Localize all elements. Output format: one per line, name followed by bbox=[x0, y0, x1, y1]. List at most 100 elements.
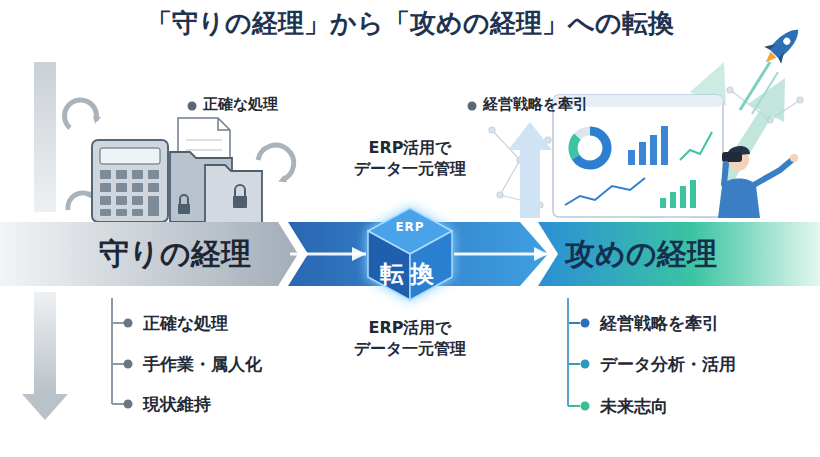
list-bracket bbox=[581, 360, 590, 369]
document-folders bbox=[233, 196, 247, 208]
network-lines bbox=[545, 137, 551, 143]
calculator-icon bbox=[100, 170, 111, 179]
dashboard-screen bbox=[628, 150, 635, 165]
list-bracket bbox=[112, 298, 124, 404]
calculator-icon bbox=[100, 183, 111, 192]
dashboard-screen bbox=[660, 198, 666, 208]
stage-band: 攻めの経理 bbox=[548, 222, 733, 286]
down-arrow bbox=[34, 62, 56, 212]
cube-label: 転換 bbox=[366, 258, 454, 290]
callout-label: 正確な処理 bbox=[203, 95, 323, 115]
cycle-arrow bbox=[258, 145, 294, 180]
rocket-icon bbox=[769, 24, 804, 59]
dashboard-screen bbox=[660, 180, 696, 208]
dashboard-screen bbox=[573, 131, 607, 165]
dashboard-screen bbox=[680, 132, 712, 160]
cube-label: ERP bbox=[366, 220, 454, 234]
document-folders bbox=[186, 150, 222, 151]
process-note: ERP活用で データ一元管理 bbox=[335, 138, 485, 180]
cycle-arrow bbox=[68, 193, 92, 210]
calculator-icon bbox=[148, 170, 159, 179]
flow-band bbox=[538, 222, 820, 286]
list-item: データ分析・活用 bbox=[600, 353, 780, 375]
dashboard-screen bbox=[573, 131, 607, 165]
cycle-arrow bbox=[65, 100, 97, 128]
dashboard-screen bbox=[639, 142, 646, 165]
process-note: ERP活用で データ一元管理 bbox=[335, 318, 485, 360]
person-binoculars bbox=[790, 154, 798, 162]
flow-connector bbox=[454, 253, 548, 256]
calculator-icon bbox=[116, 209, 127, 216]
document-folders bbox=[205, 165, 262, 224]
document-folders bbox=[180, 195, 188, 204]
document-folders bbox=[235, 185, 245, 196]
list-bracket bbox=[567, 298, 569, 406]
down-arrow bbox=[22, 394, 68, 420]
list-item: 正確な処理 bbox=[143, 312, 313, 334]
dashboard-screen bbox=[553, 95, 723, 217]
dashboard-screen bbox=[628, 126, 668, 165]
calculator-icon bbox=[116, 170, 127, 179]
list-bracket bbox=[568, 298, 580, 406]
list-bracket bbox=[581, 402, 590, 411]
rocket-icon bbox=[777, 52, 788, 63]
stage-band: 守りの経理 bbox=[60, 222, 290, 286]
list-item: 手作業・属人化 bbox=[143, 353, 313, 375]
calculator-icon bbox=[132, 196, 143, 205]
growth-arrows bbox=[740, 62, 770, 110]
calculator-icon bbox=[100, 196, 111, 205]
dashboard-screen bbox=[565, 178, 645, 205]
callout-bullet bbox=[468, 102, 477, 111]
dashboard-screen bbox=[690, 180, 696, 208]
dashboard-screen bbox=[680, 186, 686, 208]
person-binoculars bbox=[724, 164, 726, 184]
document-folders bbox=[170, 118, 262, 224]
calculator-icon bbox=[100, 148, 160, 164]
calculator-icon bbox=[148, 183, 159, 192]
list-item: 現状維持 bbox=[143, 393, 313, 415]
network-lines bbox=[497, 192, 503, 198]
network-lines bbox=[727, 87, 733, 93]
callout-bullet bbox=[188, 102, 197, 111]
flow-band bbox=[0, 222, 298, 286]
diagram-title: 「守りの経理」から「攻めの経理」への転換 bbox=[0, 6, 820, 41]
list-item: 経営戦略を牽引 bbox=[600, 312, 780, 334]
calculator-icon bbox=[100, 170, 159, 216]
person-binoculars bbox=[722, 152, 742, 162]
calculator-icon bbox=[132, 170, 143, 179]
document-folders bbox=[178, 204, 190, 214]
network-lines bbox=[797, 97, 803, 103]
list-item: 未来志向 bbox=[600, 395, 780, 417]
calculator-icon bbox=[116, 183, 127, 192]
list-bracket bbox=[112, 298, 590, 411]
calculator-icon bbox=[92, 140, 168, 222]
calculator-icon bbox=[116, 196, 127, 205]
network-lines bbox=[500, 160, 520, 195]
down-arrow bbox=[34, 292, 56, 394]
rocket-icon bbox=[763, 52, 776, 65]
dashboard-screen bbox=[661, 126, 668, 165]
growth-arrows bbox=[508, 122, 552, 218]
network-lines bbox=[489, 127, 495, 133]
band-title: 守りの経理 bbox=[99, 234, 251, 275]
calculator-icon bbox=[92, 140, 168, 222]
dashboard-screen bbox=[670, 192, 676, 208]
list-bracket bbox=[124, 360, 133, 369]
person-binoculars bbox=[752, 160, 792, 186]
list-bracket bbox=[124, 319, 133, 328]
list-bracket bbox=[581, 319, 590, 328]
growth-arrows bbox=[752, 72, 778, 114]
flow-connector bbox=[290, 253, 366, 256]
person-binoculars bbox=[718, 146, 798, 218]
callout-label: 経営戦略を牽引 bbox=[483, 95, 623, 115]
rocket-icon bbox=[782, 36, 792, 46]
rocket-icon bbox=[764, 40, 775, 51]
calculator-icon bbox=[148, 196, 159, 216]
list-bracket bbox=[124, 400, 133, 409]
dashboard-screen bbox=[553, 95, 723, 217]
calculator-icon bbox=[100, 209, 111, 216]
growth-arrows bbox=[508, 62, 785, 218]
calculator-icon bbox=[132, 209, 143, 216]
dashboard-screen bbox=[650, 135, 657, 165]
